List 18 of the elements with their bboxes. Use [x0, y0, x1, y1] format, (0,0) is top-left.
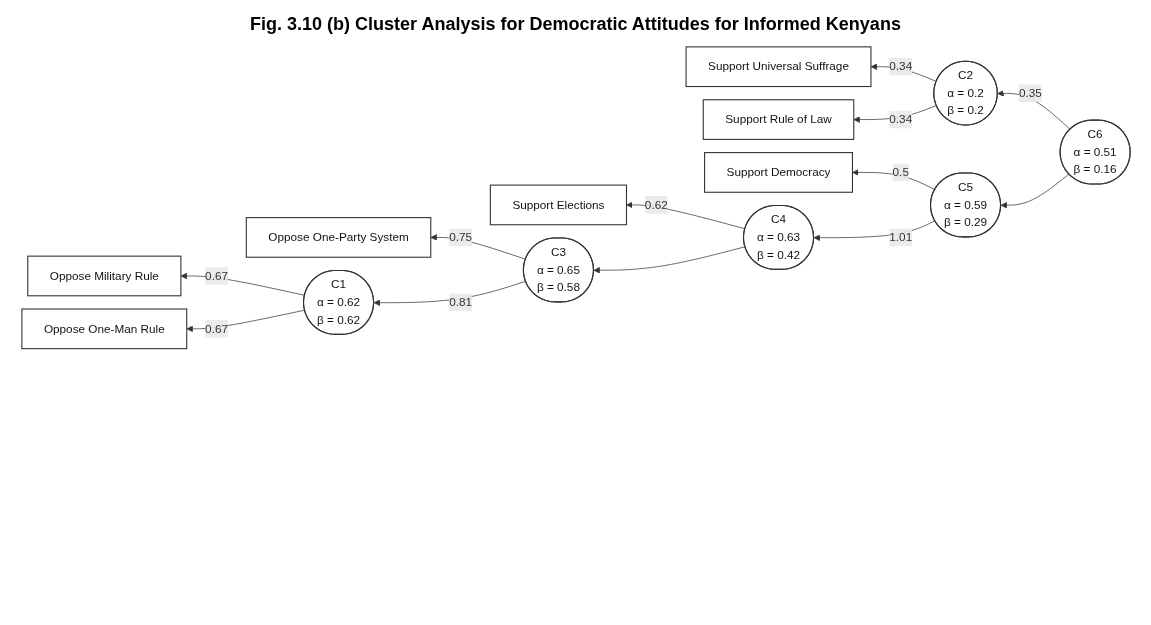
node-box: Support Democracy [703, 152, 853, 193]
node-box: Oppose Military Rule [26, 255, 181, 297]
node-box: Oppose One-Man Rule [20, 308, 187, 350]
edge-label: 0.75 [448, 230, 472, 244]
edge-label: 0.34 [888, 112, 912, 126]
node-box: Support Elections [489, 184, 627, 226]
figure-title: Fig. 3.10 (b) Cluster Analysis for Democratic Attitudes for Informed Kenyans [249, 14, 902, 35]
edge-label: 0.5 [892, 165, 909, 179]
node-box: Support Universal Suffrage [685, 46, 871, 88]
edge-label: 0.35 [1018, 86, 1042, 100]
node-box: Support Rule of Law [702, 99, 854, 140]
node-box: Oppose One-Party System [245, 217, 431, 258]
edge-label: 0.67 [204, 269, 228, 282]
edge-label: 0.81 [448, 295, 472, 309]
edge-label: 0.34 [888, 60, 912, 73]
edge-label: 1.01 [888, 230, 912, 244]
edge-label: 0.67 [204, 322, 228, 335]
edge-label: 0.62 [644, 198, 668, 211]
